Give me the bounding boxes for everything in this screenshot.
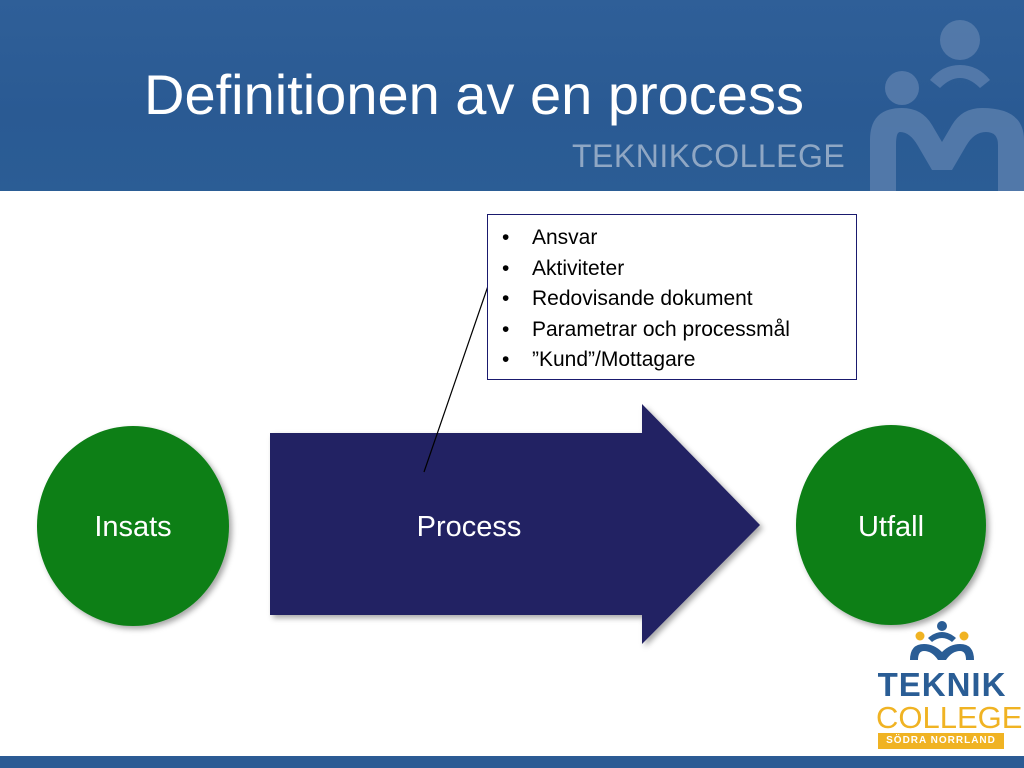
process-attributes-callout: • Ansvar • Aktiviteter • Redovisande dokument…: [487, 214, 857, 380]
process-diagram: Insats Process Utfall: [37, 285, 986, 644]
bullet-icon: •: [502, 226, 510, 249]
header-brand-text: TEKNIKCOLLEGE: [572, 138, 846, 174]
bullet-icon: •: [502, 256, 510, 280]
callout-item: • ”Kund”/Mottagare: [500, 345, 856, 376]
logo-figures-icon: [910, 621, 974, 660]
bullet-icon: •: [502, 348, 510, 371]
callout-item: • Parametrar och processmål: [500, 315, 856, 346]
teknikcollege-watermark-icon: [870, 20, 1024, 191]
process-arrow: Process: [270, 404, 760, 644]
logo-word-college: COLLEGE: [876, 700, 1023, 735]
callout-item-text: Aktiviteter: [532, 256, 625, 280]
callout-item: • Ansvar: [500, 223, 856, 254]
footer-bar: [0, 756, 1024, 768]
bullet-icon: •: [502, 287, 510, 310]
input-label: Insats: [94, 511, 171, 543]
logo-word-teknik: TEKNIK: [877, 666, 1007, 703]
process-label: Process: [417, 511, 522, 543]
callout-item: • Aktiviteter: [500, 254, 856, 285]
callout-item-text: Parametrar och processmål: [532, 317, 790, 341]
callout-list: • Ansvar • Aktiviteter • Redovisande dokument…: [500, 223, 856, 376]
logo-subtitle: SÖDRA NORRLAND: [878, 733, 1004, 749]
slide-header: Definitionen av en process TEKNIKCOLLEGE: [0, 0, 1024, 191]
callout-item-text: ”Kund”/Mottagare: [532, 348, 696, 371]
callout-connector-line: [423, 285, 489, 473]
slide-title: Definitionen av en process: [144, 63, 804, 126]
callout-item: • Redovisande dokument: [500, 284, 856, 315]
callout-item-text: Ansvar: [532, 226, 598, 249]
teknikcollege-logo: TEKNIK COLLEGE SÖDRA NORRLAND: [876, 620, 1023, 750]
output-node: Utfall: [796, 425, 986, 625]
bullet-icon: •: [502, 317, 510, 341]
input-node: Insats: [37, 426, 229, 626]
output-label: Utfall: [858, 511, 924, 543]
callout-item-text: Redovisande dokument: [532, 287, 753, 310]
